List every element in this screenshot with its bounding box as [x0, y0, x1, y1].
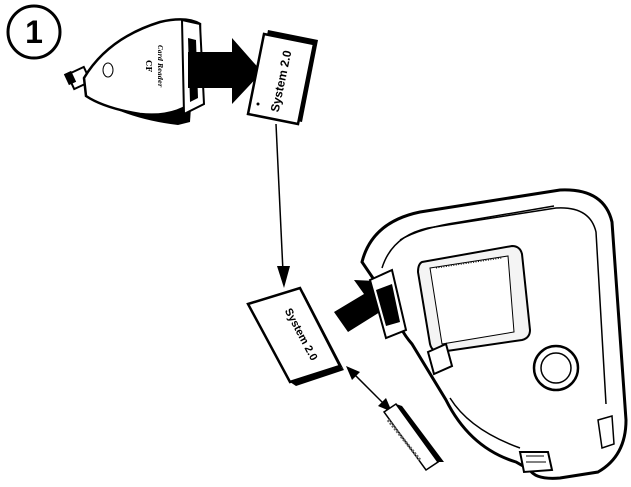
double-arrow-icon: [346, 366, 392, 412]
cf-card-reader: CF Card Reader: [63, 18, 206, 125]
step-number-badge: 1: [6, 4, 62, 60]
compact-flash-card: System 2.0: [246, 30, 318, 126]
step-number: 1: [25, 14, 43, 50]
reader-brand-label: CF: [144, 60, 154, 72]
connector-arrow: [275, 123, 290, 288]
handheld-device: [360, 188, 628, 480]
card-connector-strip: [382, 402, 444, 472]
arrow-icon: [188, 38, 262, 104]
compact-flash-card-bottom: System 2.0: [246, 286, 344, 386]
reader-model-label: Card Reader: [156, 45, 163, 88]
